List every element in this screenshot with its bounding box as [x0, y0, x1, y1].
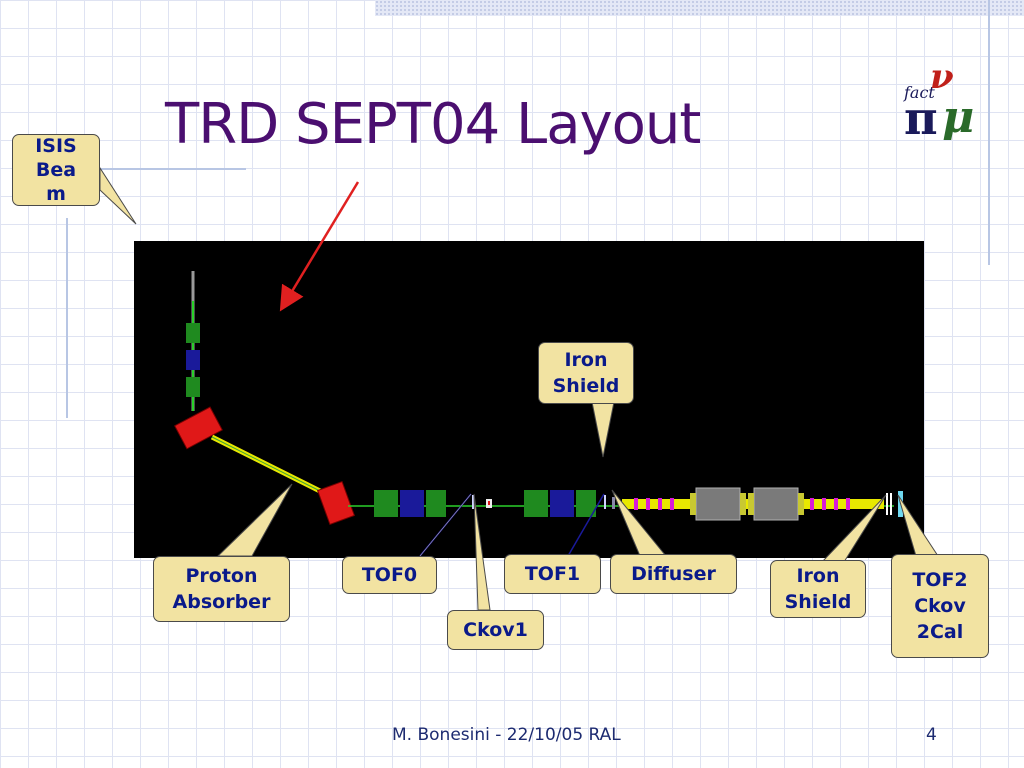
callout-tof2-ckov2-cal: TOF2 Ckov 2Cal [891, 554, 989, 658]
callout-diffuser: Diffuser [610, 554, 737, 594]
dipole-magnet [316, 480, 356, 526]
header-band [375, 0, 1024, 16]
diffuser [612, 497, 615, 509]
quad-magnet [186, 350, 200, 370]
callout-iron-shield-top: Iron Shield [538, 342, 634, 404]
callout-text: Diffuser [631, 563, 716, 585]
nufact-logo-icon: fact ν π μ [903, 58, 974, 140]
footer-text: M. Bonesini - 22/10/05 RAL [392, 725, 621, 745]
decor-line [988, 0, 990, 265]
logo-text: fact [903, 83, 935, 102]
tof2-detector [898, 491, 903, 517]
callout-text: ISIS Bea m [35, 135, 77, 205]
slide-title: TRD SEPT04 Layout [165, 92, 701, 157]
quad-magnet [400, 490, 424, 517]
callout-text: Ckov1 [463, 619, 528, 641]
callout-isis-beam: ISIS Bea m [12, 134, 100, 206]
quad-magnet [374, 490, 398, 517]
page-number: 4 [926, 725, 937, 745]
svg-text:ν: ν [930, 58, 954, 97]
iron-shield [886, 493, 888, 515]
quad-magnet [524, 490, 548, 517]
quad-magnet [550, 490, 574, 517]
absorber-module [753, 487, 799, 521]
beamline-picture [134, 241, 924, 558]
callout-text: Iron Shield [784, 565, 852, 613]
quad-magnet [576, 490, 596, 517]
callout-text: TOF1 [524, 563, 581, 585]
dipole-magnet [174, 406, 223, 450]
callout-tof1: TOF1 [504, 554, 601, 594]
callout-text: Proton Absorber [172, 565, 271, 613]
callout-tof0: TOF0 [342, 556, 437, 594]
svg-text:μ: μ [942, 92, 974, 140]
quad-magnet [186, 323, 200, 343]
callout-text: Iron Shield [552, 349, 620, 397]
absorber-module [695, 487, 741, 521]
callout-proton-absorber: Proton Absorber [153, 556, 290, 622]
callout-ckov1: Ckov1 [447, 610, 544, 650]
callout-text: TOF0 [361, 564, 418, 586]
beamline-diagram [174, 271, 903, 526]
decor-line [100, 168, 246, 170]
quad-magnet [426, 490, 446, 517]
callout-iron-shield-bottom: Iron Shield [770, 560, 866, 618]
tof1-detector [604, 495, 606, 509]
quad-magnet [186, 377, 200, 397]
svg-text:π: π [904, 91, 938, 140]
decor-line [66, 218, 68, 418]
tof0-detector [472, 495, 474, 509]
callout-text: TOF2 Ckov 2Cal [912, 569, 968, 643]
